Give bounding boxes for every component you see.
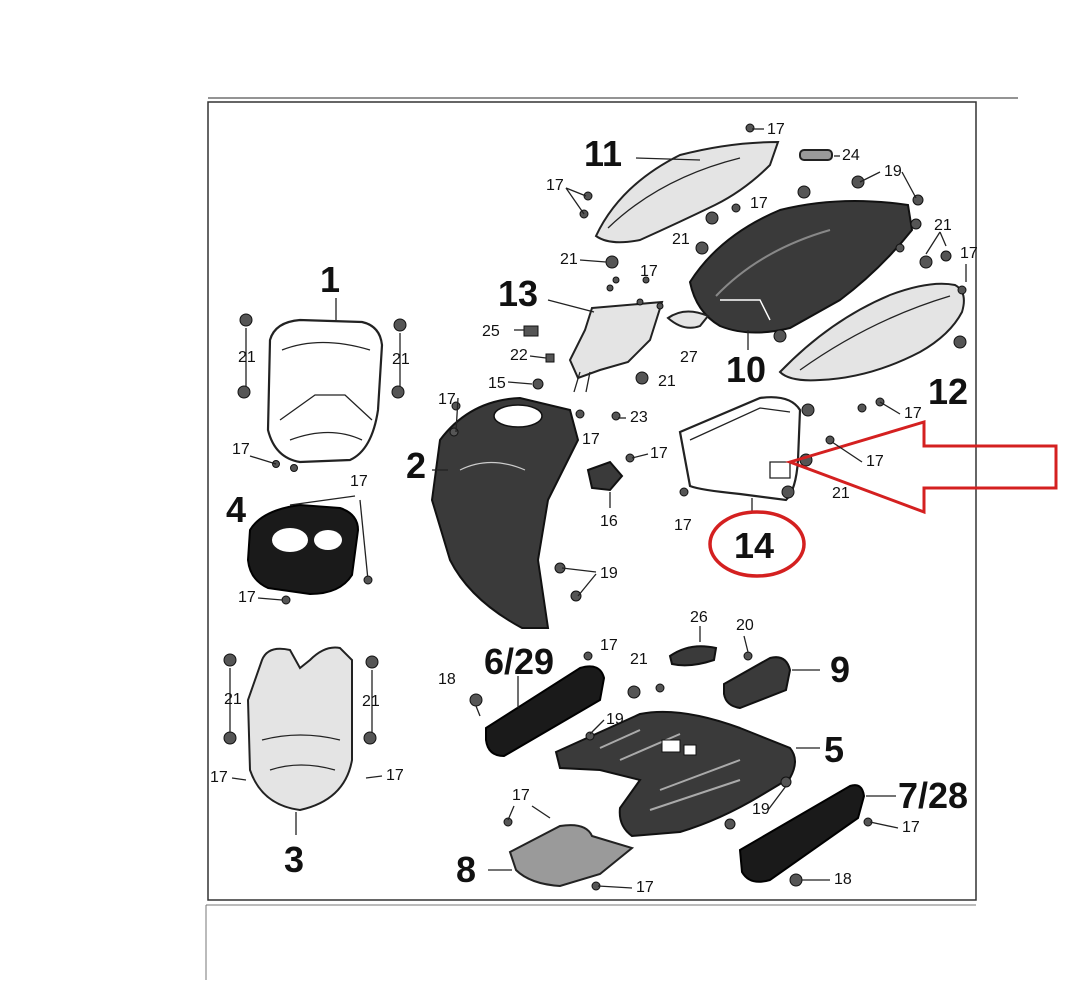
label-hw-17: 17 xyxy=(674,517,692,534)
label-hw-17: 17 xyxy=(546,177,564,194)
part-9-pad xyxy=(668,626,820,710)
label-hw-26: 26 xyxy=(690,609,708,626)
label-hw-18: 18 xyxy=(438,671,456,688)
label-hw-15: 15 xyxy=(488,375,506,392)
label-hw-17: 17 xyxy=(750,195,768,212)
part-13-bracket xyxy=(523,284,664,393)
label-part-10: 10 xyxy=(726,349,766,390)
leader-lines xyxy=(231,128,917,889)
label-hw-21: 21 xyxy=(560,251,578,268)
label-part-11: 11 xyxy=(584,133,622,174)
label-hw-17: 17 xyxy=(210,769,228,786)
highlight-circle xyxy=(708,510,806,578)
label-hw-17: 17 xyxy=(640,263,658,280)
label-hw-19: 19 xyxy=(752,801,770,818)
label-hw-21: 21 xyxy=(238,349,256,366)
label-part-14: 14 xyxy=(734,525,774,566)
label-hw-17: 17 xyxy=(232,441,250,458)
highlight-arrow xyxy=(785,419,1058,515)
label-hw-17: 17 xyxy=(902,819,920,836)
label-hw-21: 21 xyxy=(630,651,648,668)
label-hw-22: 22 xyxy=(510,347,528,364)
diagram-frame xyxy=(205,97,1018,980)
hardware-number-labels: 17 17 17 17 17 17 17 17 17 17 17 17 17 1… xyxy=(210,121,978,896)
label-hw-17: 17 xyxy=(600,637,618,654)
label-hw-21: 21 xyxy=(672,231,690,248)
part-5-floor-board xyxy=(554,683,820,838)
part-number-labels: 1 2 3 4 5 6/29 7/28 8 9 10 11 12 13 14 xyxy=(226,133,968,890)
part-12-side-cover xyxy=(778,231,967,413)
label-hw-21: 21 xyxy=(362,693,380,710)
label-part-2: 2 xyxy=(406,445,426,486)
label-hw-18: 18 xyxy=(834,871,852,888)
label-part-12: 12 xyxy=(928,371,968,412)
label-hw-17: 17 xyxy=(582,431,600,448)
label-part-7-28: 7/28 xyxy=(898,775,968,816)
part-1-front-cover xyxy=(237,298,407,472)
hardware-16-23-19 xyxy=(449,401,635,602)
label-hw-19: 19 xyxy=(606,711,624,728)
label-part-5: 5 xyxy=(824,729,844,770)
label-hw-17: 17 xyxy=(904,405,922,422)
label-hw-17: 17 xyxy=(866,453,884,470)
label-part-6-29: 6/29 xyxy=(484,641,554,682)
label-hw-17: 17 xyxy=(960,245,978,262)
label-hw-17: 17 xyxy=(350,473,368,490)
label-part-8: 8 xyxy=(456,849,476,890)
label-part-9: 9 xyxy=(830,649,850,690)
label-hw-19: 19 xyxy=(600,565,618,582)
label-hw-19: 19 xyxy=(884,163,902,180)
label-part-1: 1 xyxy=(320,259,340,300)
label-hw-17: 17 xyxy=(767,121,785,138)
part-2-inner-shield xyxy=(430,396,580,629)
label-hw-21: 21 xyxy=(224,691,242,708)
label-hw-21: 21 xyxy=(658,373,676,390)
part-11-top-cover xyxy=(579,123,833,255)
label-part-4: 4 xyxy=(226,489,246,530)
label-hw-17: 17 xyxy=(386,767,404,784)
part-4-headlight-housing xyxy=(246,495,373,605)
label-hw-23: 23 xyxy=(630,409,648,426)
label-part-3: 3 xyxy=(284,839,304,880)
label-hw-17: 17 xyxy=(512,787,530,804)
label-hw-20: 20 xyxy=(736,617,754,634)
part-7-28-floor-strip xyxy=(738,784,896,887)
label-hw-21: 21 xyxy=(832,485,850,502)
part-14-side-panel xyxy=(678,396,835,512)
label-hw-16: 16 xyxy=(600,513,618,530)
label-hw-17: 17 xyxy=(438,391,456,408)
label-hw-21: 21 xyxy=(934,217,952,234)
label-hw-27: 27 xyxy=(680,349,698,366)
label-hw-17: 17 xyxy=(650,445,668,462)
label-part-13: 13 xyxy=(498,273,538,314)
part-8-lower-bracket xyxy=(488,817,635,891)
label-hw-17: 17 xyxy=(238,589,256,606)
label-hw-24: 24 xyxy=(842,147,860,164)
label-hw-25: 25 xyxy=(482,323,500,340)
label-hw-17: 17 xyxy=(636,879,654,896)
part-3-lower-front-panel xyxy=(223,646,379,835)
part-6-29-floor-strip xyxy=(469,651,606,758)
label-hw-21: 21 xyxy=(392,351,410,368)
